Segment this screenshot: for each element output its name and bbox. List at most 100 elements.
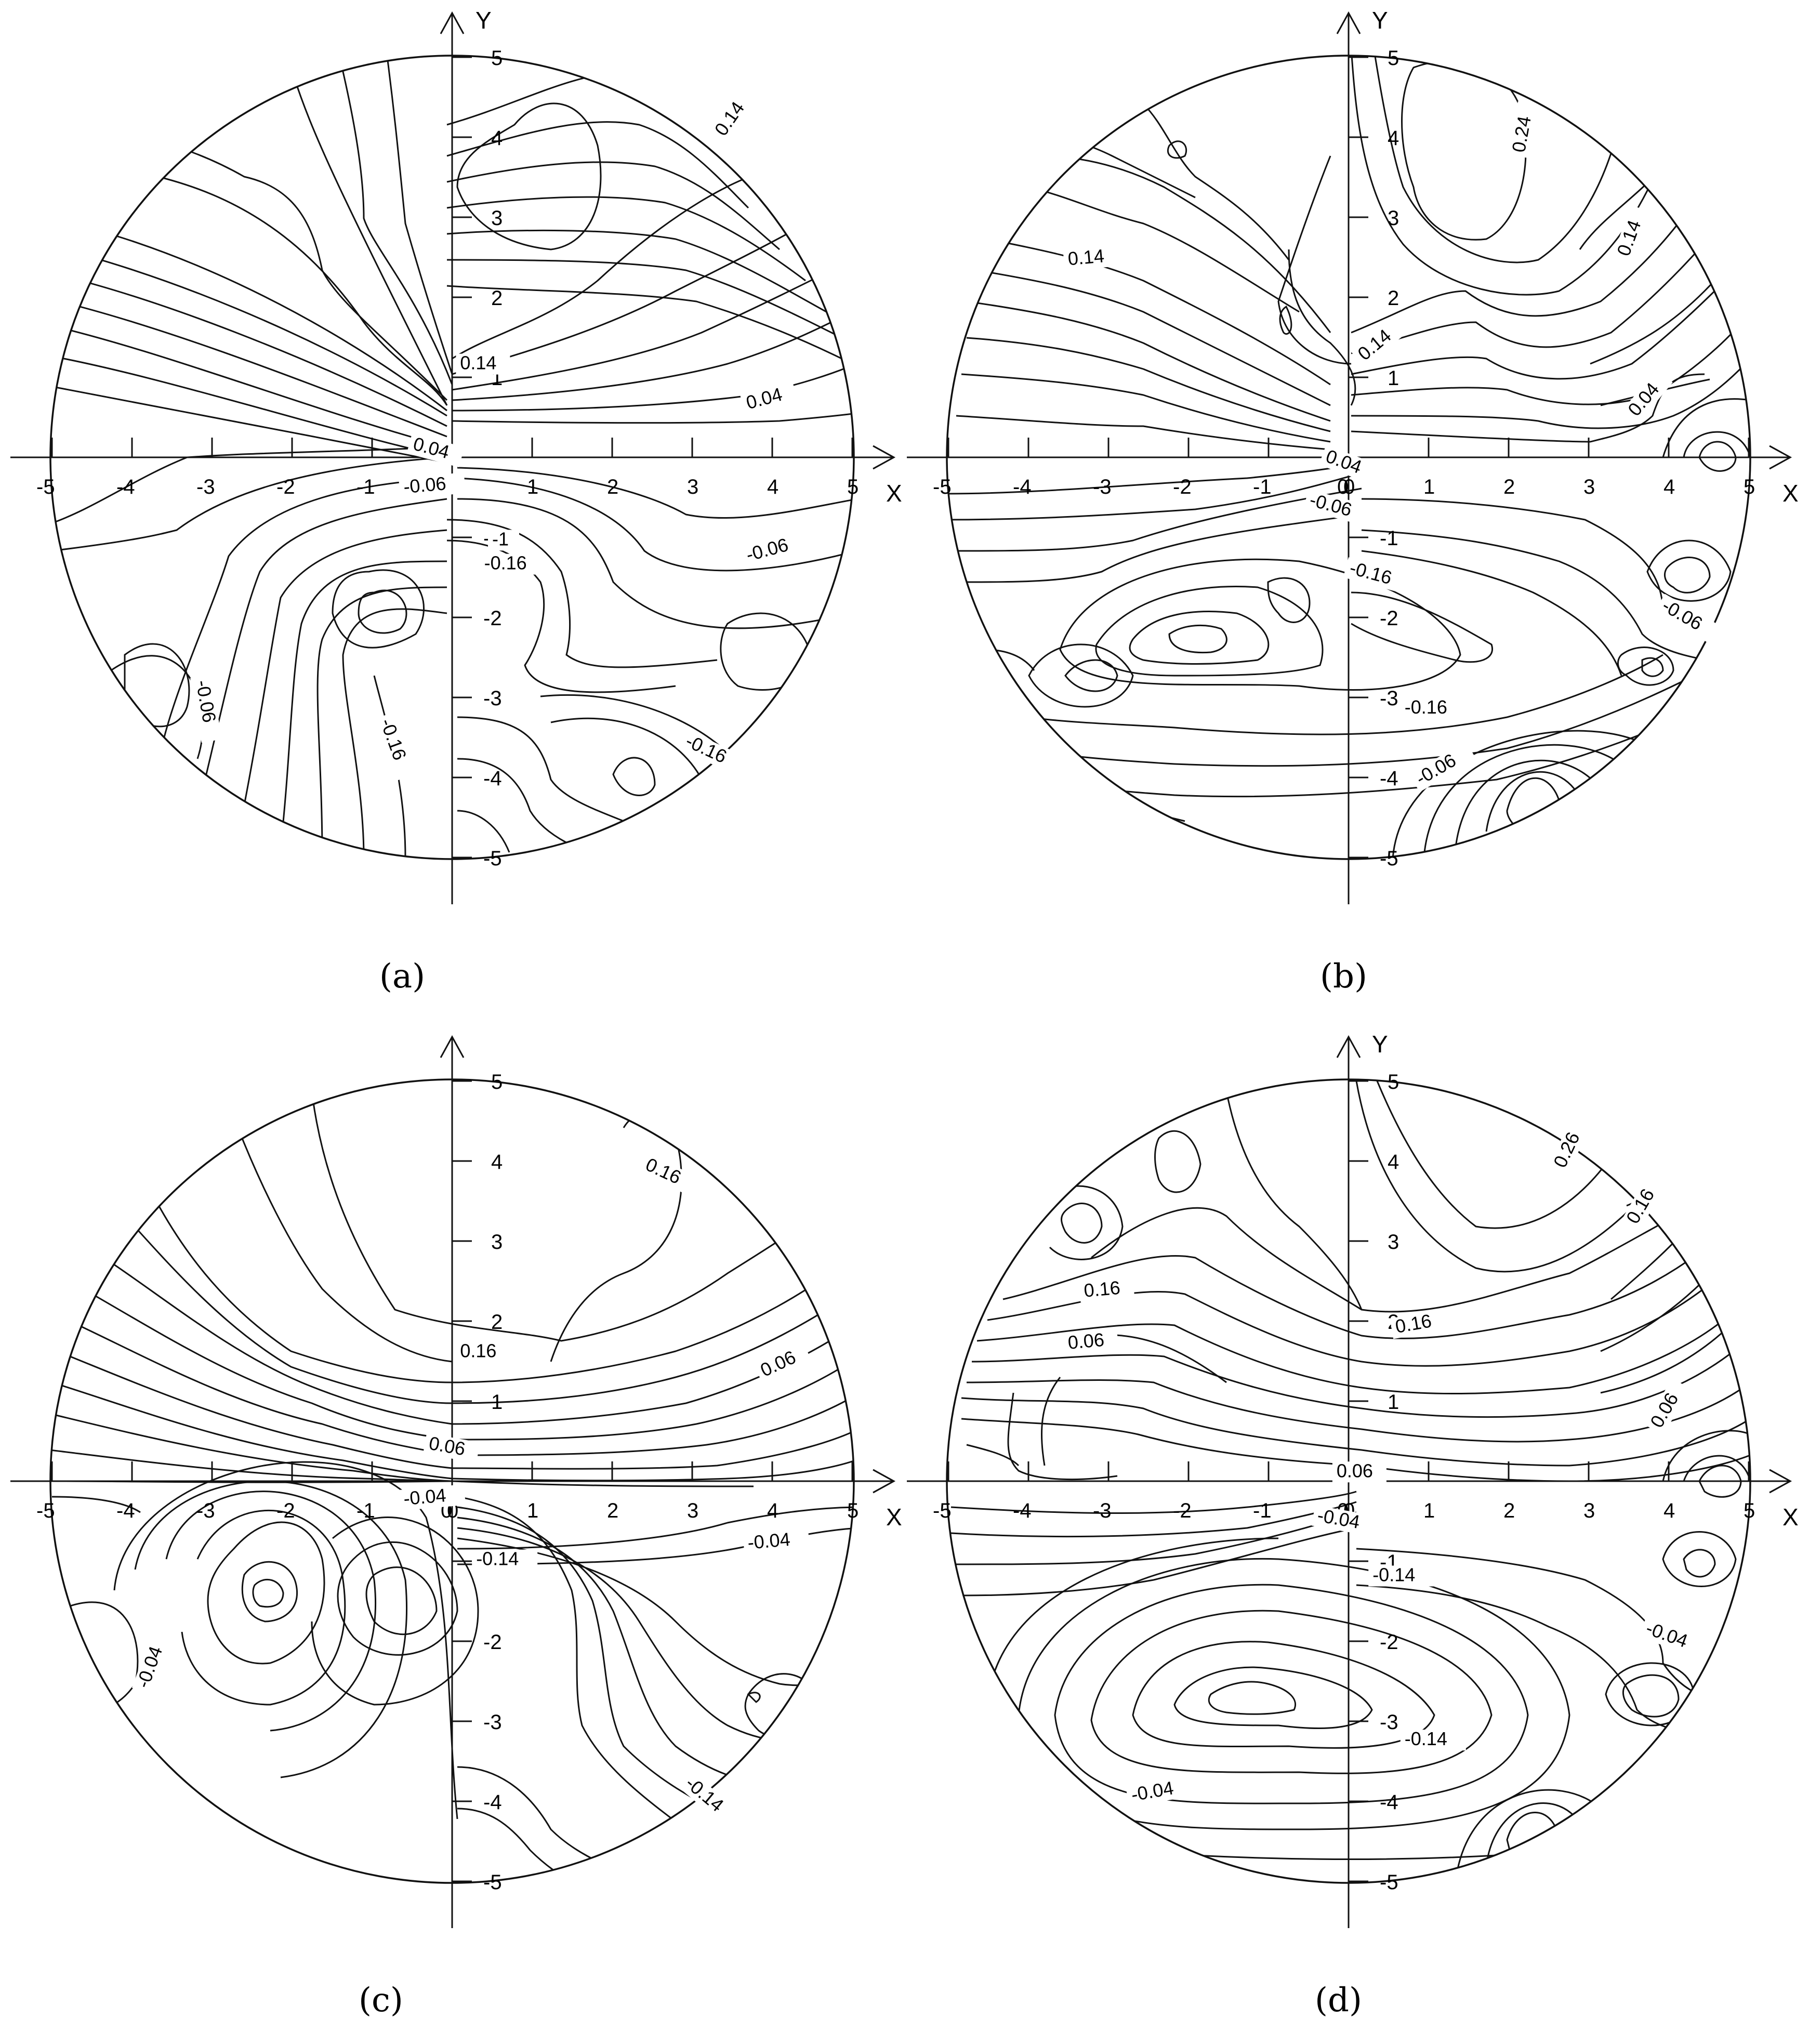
panel-a-contour-label: -0.06 [192,678,220,724]
panel-d-y-tick-label: -4 [1380,1791,1398,1814]
panel-a-x-tick-label: 4 [767,476,778,498]
panel-b-contour-label-bg [1654,594,1722,645]
panel-b-origin-label: 0 [1337,476,1349,498]
panel-d-x-tick-label: 2 [1503,1499,1515,1522]
panel-c-contour-label-bg [678,1771,742,1829]
panel-d-y-tick-label: 1 [1388,1391,1399,1414]
panel-a-contour-label-bg [406,433,465,468]
panel-c-y-tick-label: 4 [491,1151,503,1173]
panel-a-x-tick-label: -4 [116,476,135,498]
panel-b-y-tick-label: 2 [1388,287,1399,310]
panel-c-x-arrow-icon [873,1469,896,1494]
panel-c-y-tick-label: 2 [491,1311,503,1334]
panel-c-x-tick-label: -3 [196,1499,215,1522]
panel-c-contour-label: -0.04 [403,1484,447,1509]
panel-a-y-tick-label: -4 [483,767,502,790]
panel-d-x-tick-label: -2 [1173,1499,1192,1522]
panel-b-y-tick-label: -1 [1380,527,1398,550]
panel-b-x-tick-label: 2 [1503,476,1515,498]
panel-d-contours [950,1080,1750,1883]
panel-a-contour-labels: 0.140.140.040.04-0.06-1-0.16-0.06-0.06-0… [190,87,809,781]
panel-d-contour-label-bg [1400,1730,1466,1751]
panel-c-y-tick-label: 3 [491,1231,503,1254]
panel-d-x-tick-label: -5 [933,1499,952,1522]
panel-a-x-arrow-icon [873,445,896,470]
panel-d-contour-label-bg [1621,1174,1667,1232]
panel-c-x-axis-name: X [886,1504,902,1531]
panel-c-contour-label: 0.16 [460,1340,496,1361]
panel-c-contour-label-bg [472,1549,538,1571]
panel-d-contour-label-bg [1332,1461,1387,1483]
panel-a-contour-label-bg [488,530,519,551]
panel-c-caption: (c) [359,1981,403,2020]
panel-b-contour-label-bg [1613,205,1651,263]
panel-a-contour-label-bg [709,87,757,144]
panel-b-x-tick-label: -5 [933,476,952,498]
panel-b-y-tick-label: -2 [1380,607,1398,630]
panel-c-x-tick-label: -5 [36,1499,55,1522]
panel-c-y-tick-label: 5 [491,1071,503,1093]
panel-a-x-tick-label: 5 [847,476,859,498]
panel-b-x-tick-label: -1 [1253,476,1272,498]
panel-b-x-tick-label: -4 [1013,476,1032,498]
panel-b-contour-label: -0.16 [1405,696,1447,718]
panel-c-contour-label: -0.04 [747,1528,791,1553]
panel-b-y-tick-label: -4 [1380,767,1398,790]
panel-c-x-tick-label: 3 [687,1499,698,1522]
panel-d-caption: (d) [1315,1981,1362,2020]
panel-c-contour-label-bg [131,1626,174,1695]
panel-b-x-tick-label: 0 [1343,476,1355,498]
panel-a-y-tick-label: 4 [491,127,503,150]
panel-a-contour-label-bg [374,712,416,781]
panel-c-contour-label-bg [743,1528,810,1555]
panel-a-contour-label: -1 [492,528,509,549]
panel-b-contour-label-bg [1508,101,1539,159]
panel-c-y-tick-label: -5 [483,1871,502,1894]
panel-b-x-arrow-icon [1769,445,1792,470]
panel-b-caption: (b) [1320,957,1367,996]
panel-a-contour-label: 0.14 [460,352,496,374]
panel-d-contour-label: -0.04 [1129,1777,1175,1805]
panel-d-contour-label-bg [1126,1775,1194,1808]
panel-b-x-axis-name: X [1782,480,1799,507]
panel-d-contour-label-bg [1063,1329,1119,1355]
panel-a-y-tick-label: -5 [483,847,502,870]
panel-b-y-axis-name: Y [1372,7,1388,34]
panel-c-x-tick-label: -1 [356,1499,375,1522]
panel-d-contour-label: 0.16 [1083,1277,1121,1301]
panel-d-contour-label-bg [1639,1617,1708,1659]
panel-d-contour-label-bg [1645,1378,1691,1435]
panel-b-contour-label-bg [1303,489,1372,526]
panel-a-contour-label-bg [190,675,222,743]
panel-a-contour-label-bg [480,553,546,575]
panel-b-y-tick-label: 5 [1388,47,1399,70]
panel-a-contour-label: 0.04 [744,384,784,414]
panel-c-contour-label: -0.14 [476,1548,519,1570]
panel-d-x-tick-label: -1 [1253,1499,1272,1522]
panel-d-x-tick-label: 3 [1583,1499,1595,1522]
panel-a-y-tick-label: -3 [483,687,502,710]
panel-a-x-tick-label: 1 [527,476,538,498]
panel-a-caption: (a) [379,957,425,996]
panel-a-x-tick-label: -2 [276,476,295,498]
panel-a-contour-label: 0.04 [411,433,452,463]
panel-c-x-tick-label: 4 [767,1499,778,1522]
panel-a-contours [50,56,854,859]
panel-a-x-tick-label: 2 [607,476,618,498]
panel-c-y-tick-label: 1 [491,1391,503,1414]
panel-b-contour-label-bg [1409,741,1476,793]
panel-c-x-tick-label: -2 [276,1499,295,1522]
panel-a-x-tick-label: 3 [687,476,698,498]
panel-a-contour-label: -0.16 [484,552,527,574]
panel-b-x-tick-label: -3 [1093,476,1112,498]
panel-a-y-axis-name: Y [476,7,492,34]
panel-d-contour-label: -0.14 [1372,1564,1415,1586]
panel-b-contour-label-bg [1351,317,1406,368]
panel-c-x-tick-label: 5 [847,1499,859,1522]
panel-d-x-tick-label: -4 [1013,1499,1032,1522]
